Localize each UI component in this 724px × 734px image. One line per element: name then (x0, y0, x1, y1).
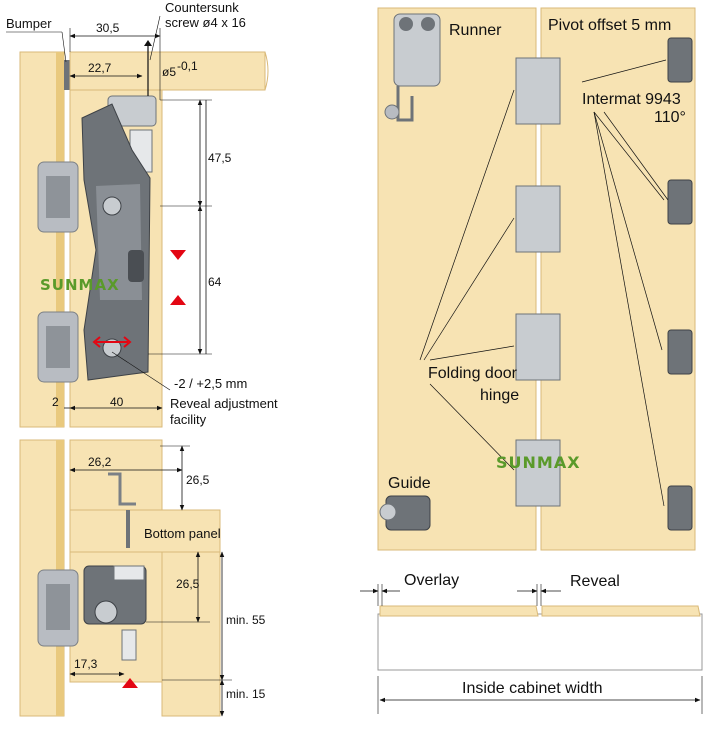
dim-30-5: 30,5 (96, 21, 120, 35)
door-leaf-right (540, 7, 696, 551)
cabinet-hinge-bottom (37, 569, 79, 647)
reveal-arrow (92, 336, 132, 348)
dim-26-5-mid: 26,5 (176, 577, 200, 591)
runner-label: Runner (449, 22, 502, 39)
dim-hole: ø5 (162, 65, 176, 79)
door-leaf-left (377, 7, 537, 551)
door-front-view: Runner Pivot offset 5 mm Intermat 9943 1… (377, 7, 696, 551)
runner-mechanism (81, 95, 157, 381)
guide-mechanism (83, 565, 147, 661)
adjust-arrow-up (170, 295, 186, 305)
dim-64: 64 (208, 275, 222, 289)
cabinet-outline (377, 613, 703, 671)
dim-hole-tolerance: -0,1 (177, 59, 198, 73)
plan-view: Overlay Reveal Inside cabinet width (360, 572, 703, 714)
inside-width-label: Inside cabinet width (462, 680, 603, 697)
folding-door-hinges (515, 57, 561, 507)
bottom-panel (69, 509, 221, 553)
dim-40: 40 (110, 395, 124, 409)
dim-min-15: min. 15 (226, 687, 266, 701)
dim-min-55: min. 55 (226, 613, 266, 627)
bumper-label: Bumper (6, 16, 52, 31)
screw-label-line2: screw ø4 x 16 (165, 15, 246, 30)
guide-hardware (379, 495, 431, 531)
bottom-elevation-view: 26,2 26,5 Bottom panel 26,5 min. 55 17,3… (19, 439, 266, 717)
cabinet-hinge-upper (37, 161, 79, 233)
bottom-panel-label: Bottom panel (144, 526, 221, 541)
bumper (64, 60, 70, 90)
door-leaf-plan-right (541, 605, 701, 617)
guide-label: Guide (388, 475, 431, 492)
adjust-arrow-down (170, 250, 186, 260)
cabinet-hinge-lower (37, 311, 79, 383)
screw-label-line1: Countersunk (165, 0, 239, 15)
dim-17-3: 17,3 (74, 657, 98, 671)
door-leaf-plan-left (379, 605, 539, 617)
reveal-adjust-line2: facility (170, 412, 207, 427)
dim-2: 2 (52, 395, 59, 409)
pivot-offset-label: Pivot offset 5 mm (548, 17, 671, 34)
runner-hardware (384, 13, 441, 122)
dim-47-5: 47,5 (208, 151, 232, 165)
top-elevation-view: Bumper Countersunk screw ø4 x 16 30,5 22… (6, 0, 278, 428)
intermat-label-line2: 110° (654, 109, 686, 126)
dim-26-5-top: 26,5 (186, 473, 210, 487)
folding-hinge-label-line2: hinge (480, 387, 519, 404)
adjust-arrow-up-bottom (122, 678, 138, 688)
watermark-right: SUNMAX (496, 453, 581, 472)
intermat-label-line1: Intermat 9943 (582, 91, 681, 108)
dim-26-2: 26,2 (88, 455, 112, 469)
reveal-label: Reveal (570, 573, 620, 590)
watermark-top: SUNMAX (40, 276, 120, 294)
reveal-adjust-line1: Reveal adjustment (170, 396, 278, 411)
dim-22-7: 22,7 (88, 61, 112, 75)
intermat-hinges (667, 37, 693, 531)
top-panel (69, 51, 266, 91)
overlay-label: Overlay (404, 572, 459, 589)
folding-hinge-label-line1: Folding door (428, 365, 518, 382)
adj-range-label: -2 / +2,5 mm (174, 376, 247, 391)
